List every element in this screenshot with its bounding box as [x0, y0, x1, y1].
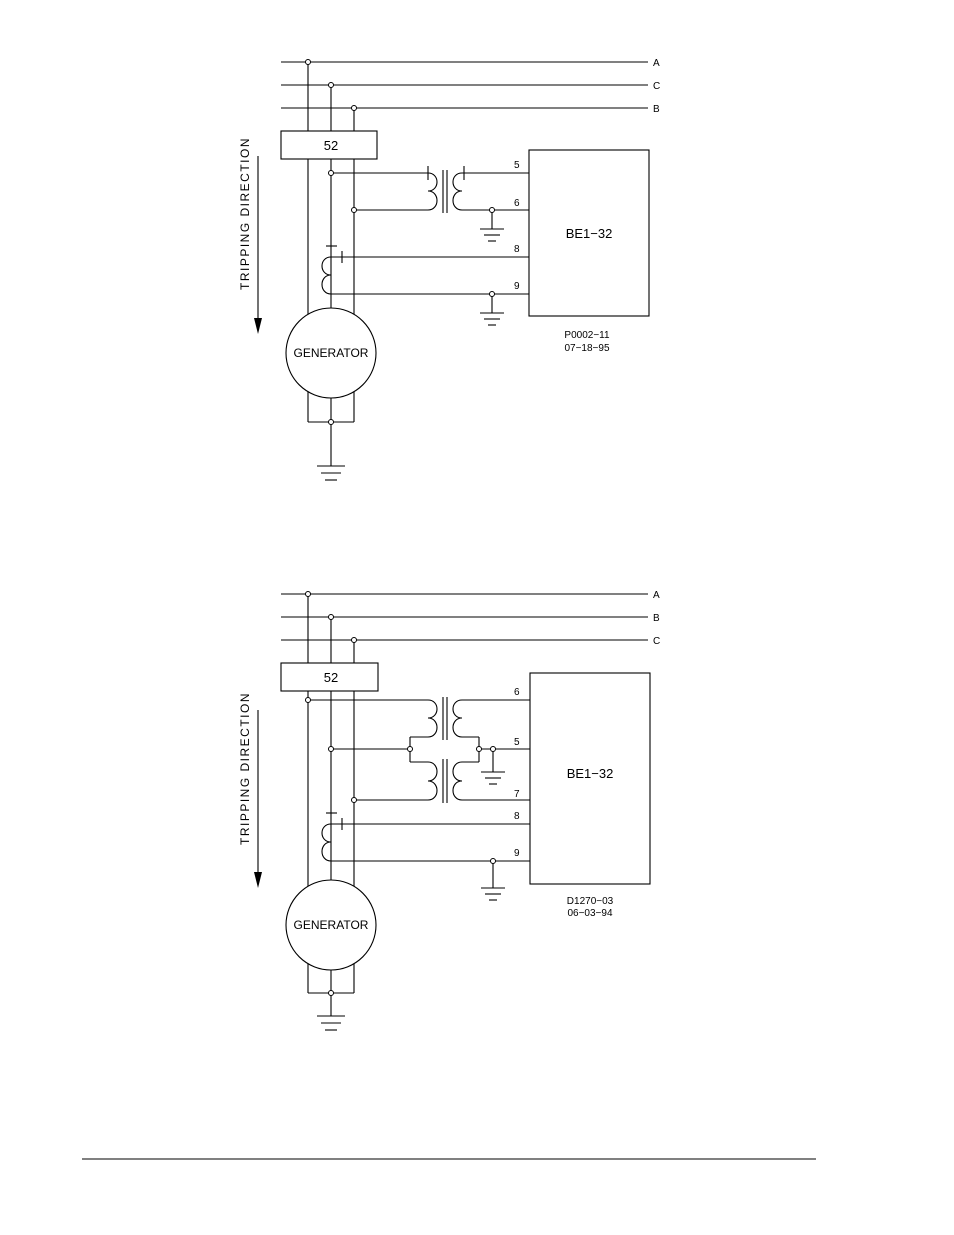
terminal-label: 5	[514, 160, 520, 171]
breaker-label: 52	[324, 670, 338, 685]
phase-label: B	[653, 613, 660, 624]
phase-label: B	[653, 104, 660, 115]
pt-secondary-coil	[452, 699, 463, 738]
drawing-number: D1270−03	[567, 896, 614, 907]
diagram-2: A B C 52 TRIPPING DIRECTION	[238, 590, 660, 1031]
phase-label: A	[653, 590, 660, 601]
junction-dot	[489, 207, 495, 213]
breaker-52-box	[280, 130, 378, 160]
breaker-label: 52	[324, 138, 338, 153]
phase-label: A	[653, 58, 660, 69]
pt-secondary-coil	[452, 172, 463, 211]
junction-dot	[328, 746, 334, 752]
junction-dot	[305, 591, 311, 597]
direction-arrow-head	[254, 318, 262, 334]
pt-primary-coil	[427, 761, 438, 801]
terminal-label: 9	[514, 281, 520, 292]
junction-dot	[476, 746, 482, 752]
terminal-label: 9	[514, 848, 520, 859]
junction-dot	[305, 59, 311, 65]
junction-dot	[351, 105, 357, 111]
terminal-label: 6	[514, 198, 520, 209]
ct-coil	[321, 823, 332, 862]
diagram-1: A C B 52 TRIPPING DIRECTION	[238, 58, 660, 481]
relay-label: BE1−32	[566, 226, 613, 241]
phase-label: C	[653, 81, 660, 92]
pt-secondary-coil	[452, 761, 463, 801]
pt-primary-coil	[427, 699, 438, 738]
drawing-number: P0002−11	[564, 330, 610, 341]
direction-arrow-head	[254, 872, 262, 888]
junction-dot	[328, 990, 334, 996]
drawing-date: 06−03−94	[567, 908, 612, 919]
junction-dot	[351, 637, 357, 643]
relay-box	[529, 672, 651, 885]
phase-label: C	[653, 636, 660, 647]
relay-label: BE1−32	[567, 766, 614, 781]
junction-dot	[305, 697, 311, 703]
generator-label: GENERATOR	[294, 346, 369, 360]
generator-circle	[285, 307, 377, 399]
generator-label: GENERATOR	[294, 918, 369, 932]
junction-dot	[328, 82, 334, 88]
terminal-label: 7	[514, 789, 520, 800]
drawing-date: 07−18−95	[564, 343, 609, 354]
pt-primary-coil	[427, 172, 438, 211]
relay-box	[528, 149, 650, 317]
generator-circle	[285, 879, 377, 971]
junction-dot	[407, 746, 413, 752]
junction-dot	[351, 797, 357, 803]
junction-dot	[328, 419, 334, 425]
ct-coil	[321, 256, 332, 295]
junction-dot	[351, 207, 357, 213]
terminal-label: 8	[514, 811, 520, 822]
breaker-52-box	[280, 662, 379, 692]
junction-dot	[328, 614, 334, 620]
junction-dot	[490, 746, 496, 752]
junction-dot	[489, 291, 495, 297]
junction-dot	[328, 170, 334, 176]
tripping-direction-label: TRIPPING DIRECTION	[238, 137, 252, 290]
terminal-label: 6	[514, 687, 520, 698]
terminal-label: 8	[514, 244, 520, 255]
tripping-direction-label: TRIPPING DIRECTION	[238, 692, 252, 845]
junction-dot	[490, 858, 496, 864]
terminal-label: 5	[514, 737, 520, 748]
